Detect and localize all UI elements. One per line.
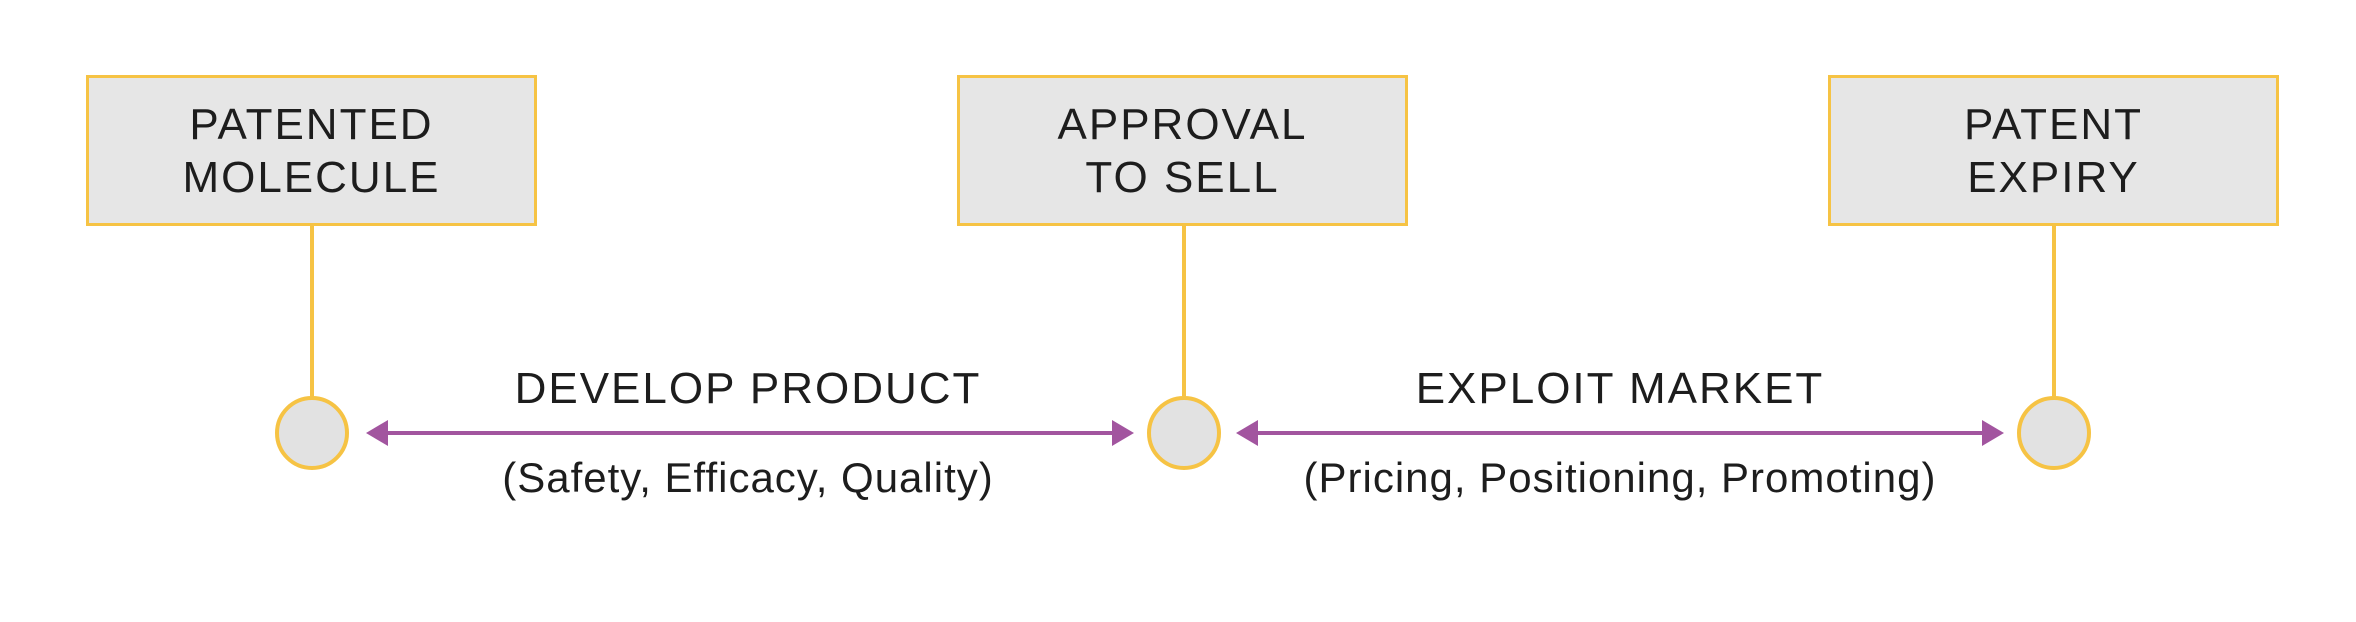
milestone-label-line1: PATENTED xyxy=(189,99,434,149)
milestone-label-line2: TO SELL xyxy=(1085,152,1280,202)
timeline-node-patent-expiry xyxy=(2017,396,2091,470)
milestone-label-line2: EXPIRY xyxy=(1967,152,2140,202)
milestone-label-line1: PATENT xyxy=(1963,99,2144,149)
arrow-develop-product xyxy=(366,420,1134,446)
phase-title-exploit-market: EXPLOIT MARKET xyxy=(1415,364,1825,413)
phase-title-develop-product: DEVELOP PRODUCT xyxy=(514,364,982,413)
arrowhead-left-exploit xyxy=(1236,420,1258,446)
phase-subtitle-exploit-market: (Pricing, Positioning, Promoting) xyxy=(1303,454,1937,501)
milestone-label-line1: APPROVAL xyxy=(1057,99,1308,149)
arrowhead-right-develop xyxy=(1112,420,1134,446)
timeline-node-approval-to-sell xyxy=(1147,396,1221,470)
milestone-box-patent-expiry: PATENT EXPIRY xyxy=(1828,75,2279,226)
arrow-exploit-market xyxy=(1236,420,2004,446)
arrowhead-right-exploit xyxy=(1982,420,2004,446)
timeline-node-patented-molecule xyxy=(275,396,349,470)
milestone-box-patented-molecule: PATENTED MOLECULE xyxy=(86,75,537,226)
milestone-box-approval-to-sell: APPROVAL TO SELL xyxy=(957,75,1408,226)
arrowhead-left-develop xyxy=(366,420,388,446)
phase-subtitle-develop-product: (Safety, Efficacy, Quality) xyxy=(502,454,994,501)
milestone-label-line2: MOLECULE xyxy=(182,152,441,202)
